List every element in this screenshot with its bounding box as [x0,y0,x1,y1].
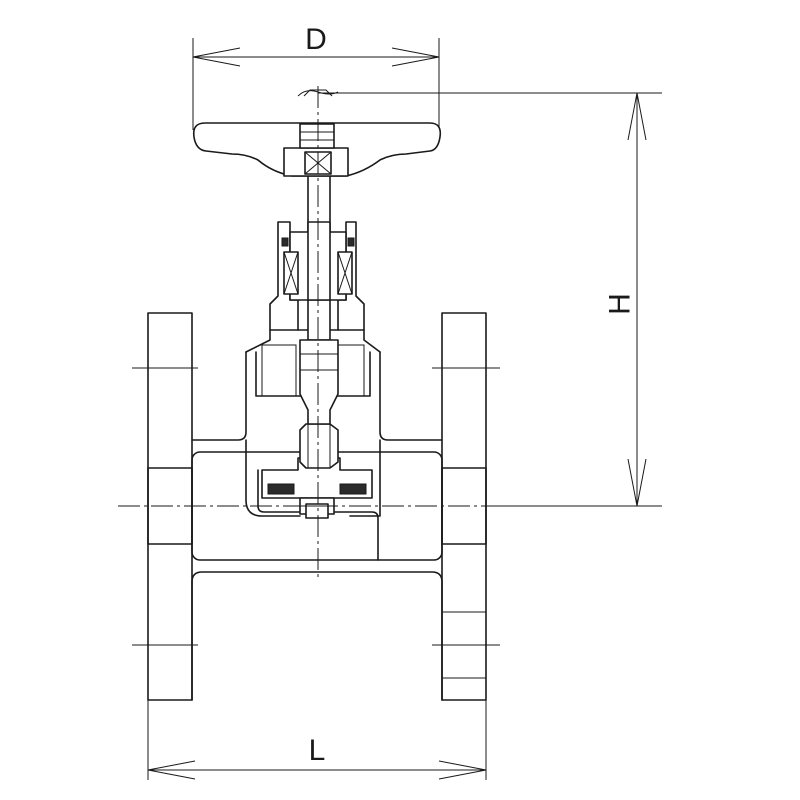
center-lines [118,86,510,580]
extension-lines [147,38,662,780]
dimension-label-l: L [309,734,326,767]
dimension-h: H [604,92,647,507]
dimension-label-h: H [604,293,637,315]
valve-disc [261,423,373,519]
dimension-d: D [192,23,440,67]
handwheel [192,89,442,177]
dimension-label-d: D [305,23,327,56]
dimension-l: L [147,734,487,780]
